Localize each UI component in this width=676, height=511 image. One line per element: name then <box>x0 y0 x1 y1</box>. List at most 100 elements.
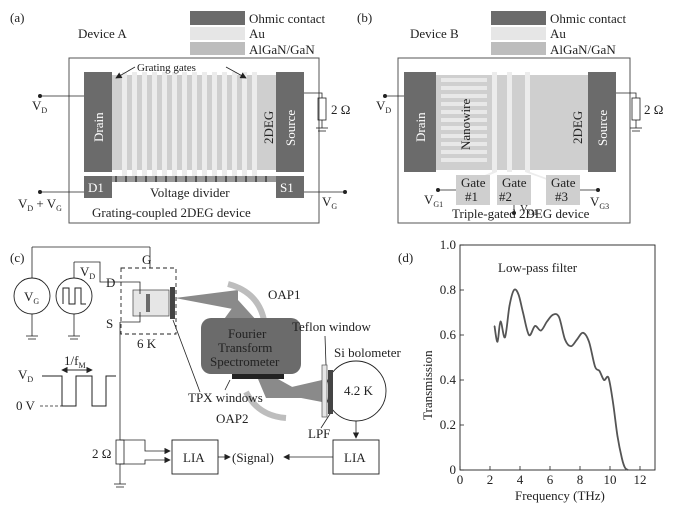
device-a-caption: Grating-coupled 2DEG device <box>92 205 251 220</box>
tpx-window-2 <box>232 374 284 379</box>
gate1-label: Gate <box>461 175 486 190</box>
chart-data-point <box>517 293 520 296</box>
legend-au-swatch <box>190 27 245 40</box>
x-tick-label: 8 <box>577 472 584 487</box>
d1-label: D1 <box>88 180 104 195</box>
vd-pulse-source <box>55 277 93 315</box>
tpx-window-1 <box>170 287 175 319</box>
panel-a: (a) Device A Ohmic contact Au AlGaN/GaN <box>10 10 350 224</box>
gate3-label: Gate <box>551 175 576 190</box>
gate2-stripe <box>507 72 512 172</box>
mod-freq-label: 1/fM <box>64 353 86 370</box>
chart-data-point <box>558 316 560 318</box>
chart-series-line <box>493 288 629 471</box>
vdvg-label-a: VD + VG <box>18 196 62 213</box>
chart-data-point <box>570 345 572 347</box>
x-tick-label: 6 <box>547 472 554 487</box>
y-tick-label: 0.4 <box>440 372 457 387</box>
panel-a-label: (a) <box>10 10 24 25</box>
chart-ylabel: Transmission <box>420 350 435 420</box>
chart-data-point <box>508 305 511 307</box>
chart-data-point <box>496 341 499 343</box>
drain-contact-a <box>84 72 112 172</box>
resistor-c-label: 2 Ω <box>92 446 111 461</box>
s1-pad <box>276 176 304 198</box>
gate2-pad <box>497 175 531 205</box>
chart-series-points <box>493 289 629 471</box>
pulse-vd-label: VD <box>18 367 33 384</box>
chart-data-point <box>522 311 524 314</box>
panel-d-label: (d) <box>398 250 413 265</box>
legend-b-ohmic-label: Ohmic contact <box>550 11 627 26</box>
vd-label-a: VD <box>32 98 47 115</box>
cryostat-6k-box <box>120 267 177 335</box>
twodeg-label-b: 2DEG <box>570 111 585 144</box>
chart-data-point <box>588 341 590 343</box>
chart-data-point <box>493 325 496 327</box>
vg-source-label: VG <box>24 289 39 306</box>
chart-data-point <box>540 329 542 332</box>
gate2-number: #2 <box>499 189 512 204</box>
chart-data-point <box>621 458 623 460</box>
chart-data-point <box>598 370 601 372</box>
y-tick-label: 1.0 <box>440 237 456 252</box>
vd-source-label: VD <box>80 264 95 281</box>
fts-line2: Transform <box>218 340 272 355</box>
chart-data-point <box>603 379 605 381</box>
legend-ohmic-swatch <box>190 11 245 25</box>
legend-b-au-label: Au <box>550 26 566 41</box>
tpx-windows-label: TPX windows <box>188 390 263 405</box>
drain-contact-b <box>404 72 436 172</box>
legend-b-algan-label: AlGaN/GaN <box>550 42 616 57</box>
teflon-label: Teflon window <box>292 319 371 334</box>
zero-v-label: 0 V <box>16 398 36 413</box>
legend-au-label: Au <box>249 26 265 41</box>
x-tick-label: 4 <box>517 472 524 487</box>
chart-data-point <box>616 435 619 437</box>
temp-42k-label: 4.2 K <box>344 383 374 398</box>
voltage-divider-label: Voltage divider <box>150 185 230 200</box>
chart-data-point <box>534 325 536 327</box>
vg-label-a: VG <box>322 194 337 211</box>
vg3-label: VG3 <box>590 194 609 211</box>
fts-line1: Fourier <box>228 326 267 341</box>
legend-b-algan-swatch <box>491 42 546 55</box>
twodeg-label-a: 2DEG <box>261 111 276 144</box>
panel-d-chart: (d) Low-pass filter Transmission Frequen… <box>398 237 656 503</box>
y-tick-label: 0 <box>450 462 457 477</box>
lia-label-1: LIA <box>183 450 205 465</box>
chart-data-point <box>576 338 578 341</box>
y-tick-label: 0.2 <box>440 417 456 432</box>
resistor-c <box>115 439 125 465</box>
device-a-title: Device A <box>78 26 127 41</box>
drain-label-b: Drain <box>413 112 428 142</box>
nanowire-label: Nanowire <box>458 99 473 150</box>
d1-pad <box>84 176 112 198</box>
x-tick-label: 0 <box>457 472 464 487</box>
d-terminal-label: D <box>106 275 115 290</box>
drain-label-a: Drain <box>91 112 106 142</box>
device-b-title: Device B <box>410 26 459 41</box>
chart-data-point <box>624 467 626 469</box>
grating-gates-label: Grating gates <box>137 62 196 74</box>
chart-xlabel: Frequency (THz) <box>515 488 605 503</box>
x-tick-label: 10 <box>604 472 617 487</box>
chart-annotation: Low-pass filter <box>498 260 578 275</box>
source-contact-a <box>276 72 304 172</box>
lia-box-2 <box>332 439 380 475</box>
oap1-mirror <box>227 281 267 321</box>
temp-6k-label: 6 K <box>137 336 157 351</box>
chart-data-point <box>504 336 506 338</box>
lia-box-1 <box>171 439 219 475</box>
nanowire-region <box>441 78 487 162</box>
vg2-label: VG1 <box>520 203 538 217</box>
lpf-label: LPF <box>308 426 330 441</box>
oap1-label: OAP1 <box>268 287 301 302</box>
panel-b-label: (b) <box>357 10 372 25</box>
vd-label-b: VD <box>376 98 391 115</box>
legend-algan-swatch <box>190 42 245 55</box>
s-terminal-label: S <box>106 316 113 331</box>
source-label-a: Source <box>283 110 298 146</box>
chart-data-point <box>612 401 614 404</box>
